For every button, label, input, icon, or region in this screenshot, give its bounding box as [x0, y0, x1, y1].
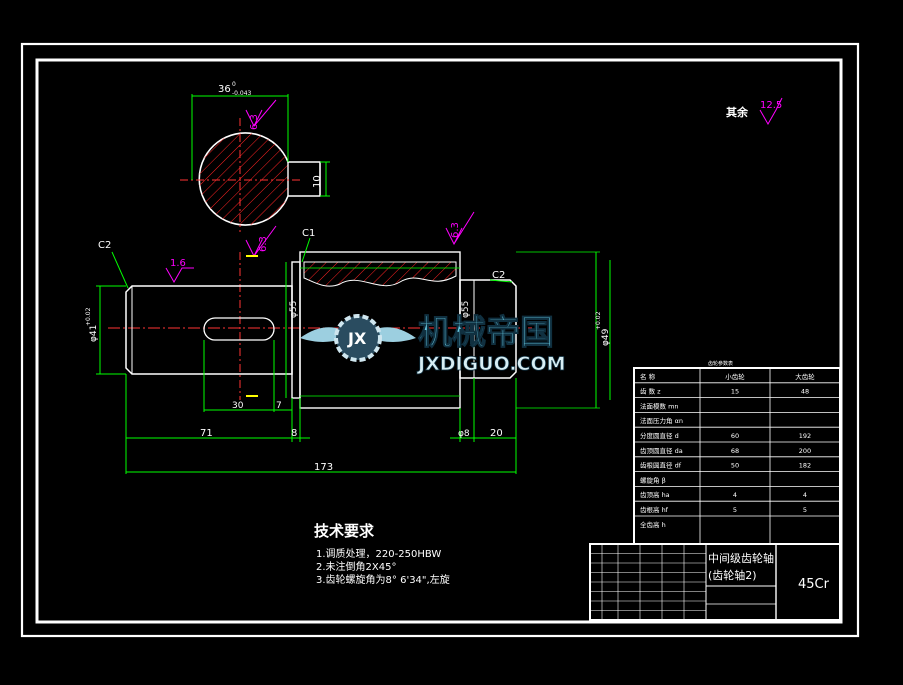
gear-tooth-break — [303, 261, 457, 287]
gear-table-cell: 200 — [799, 447, 811, 455]
roughness-3: 6.3 — [450, 222, 461, 238]
roughness-4: 1.6 — [170, 258, 186, 269]
roughness-2: 6.3 — [258, 236, 269, 252]
gear-table-header: 大齿轮 — [795, 372, 815, 381]
gear-table-cell: 齿根高 hf — [640, 505, 669, 514]
watermark-cn: 机械帝国 — [418, 313, 554, 353]
gear-table-header: 名 称 — [640, 372, 656, 381]
key-depth-dim: 10 — [312, 175, 323, 188]
dim-phi41: φ41 — [89, 325, 99, 342]
section-hatch — [199, 133, 288, 225]
dim-173: 173 — [314, 462, 333, 473]
shaft-left-segment — [125, 285, 293, 375]
keyway-tol-upper: 0 — [232, 81, 236, 88]
keyway-tol-lower: -0.043 — [232, 90, 252, 97]
title-block: 中间级齿轮轴 (齿轮轴2) 45Cr — [589, 543, 841, 621]
outer-frame — [20, 42, 860, 638]
keyway-dim: 36 — [218, 84, 231, 95]
tech-req-item-1: 1.调质处理，220-250HBW — [316, 548, 441, 560]
part-name-line-1: 中间级齿轮轴 — [708, 551, 774, 565]
cross-section: 36 0 -0.043 10 — [180, 81, 330, 232]
inner-frame — [35, 58, 843, 624]
material-label: 45Cr — [798, 577, 830, 592]
dim-71: 71 — [200, 428, 213, 439]
gear-table-cell: 48 — [801, 388, 809, 396]
gear-table-cell: 5 — [803, 506, 807, 514]
shaft-view — [108, 251, 532, 409]
dim-phi55-mid: φ55 — [289, 301, 299, 318]
gear-table-cell: 螺旋角 β — [640, 475, 666, 484]
gear-table-cell: 192 — [799, 432, 811, 440]
roughness-1: 6.3 — [249, 114, 260, 130]
gear-table-cell: 5 — [733, 506, 737, 514]
watermark-emblem-text: JX — [347, 329, 367, 348]
chamfer-c1: C1 — [302, 228, 315, 239]
gear-table-cell: 齿 数 z — [640, 387, 661, 396]
dim-phi49: φ49 — [601, 328, 611, 346]
gear-table-cell: 齿顶高 ha — [640, 490, 670, 499]
gear-table-cell: 4 — [803, 491, 807, 499]
gear-table-cell: 齿顶圆直径 da — [640, 446, 683, 455]
gear-table-cell: 182 — [799, 462, 811, 470]
tech-requirements: 技术要求 1.调质处理，220-250HBW 2.未注倒角2X45° 3.齿轮螺… — [314, 522, 450, 586]
gear-table-cell: 4 — [733, 491, 737, 499]
gear-table-cell: 分度圆直径 d — [640, 431, 679, 440]
tech-req-title: 技术要求 — [314, 522, 375, 540]
gear-table-cell: 60 — [731, 432, 739, 440]
dim-8: 8 — [291, 428, 297, 439]
gear-emblem-icon — [334, 314, 382, 362]
dim-phi55-gear: φ55 — [461, 301, 471, 318]
watermark-logo: JX 机械帝国 JXDIGUO.COM — [300, 313, 566, 375]
gear-table-cell: 法面压力角 αn — [640, 416, 683, 425]
gear-table-cell: 50 — [731, 462, 739, 470]
dim-phi8: φ8 — [458, 429, 470, 439]
title-block-grid — [590, 544, 706, 620]
watermark-en: JXDIGUO.COM — [416, 353, 566, 375]
dim-phi49-tol: +0.02 — [595, 311, 602, 330]
roughness-symbols: 6.3 6.3 6.3 1.6 其余 12.5 — [165, 97, 783, 284]
tech-req-item-3: 3.齿轮螺旋角为8° 6'34",左旋 — [316, 573, 450, 586]
dim-phi41-tol: +0.02 — [85, 307, 92, 326]
gear-table-cell: 全齿高 h — [640, 520, 666, 529]
roughness-rest-label: 其余 — [726, 105, 749, 119]
chamfer-c2-left: C2 — [98, 240, 111, 251]
tech-req-item-2: 2.未注倒角2X45° — [316, 560, 396, 573]
roughness-rest-value: 12.5 — [760, 100, 782, 111]
gear-table-title: 齿轮参数表 — [708, 360, 733, 367]
chamfer-c2-right: C2 — [492, 270, 505, 281]
dim-20: 20 — [490, 428, 503, 439]
shaft-dimensions: φ41 +0.02 φ55 φ55 φ49 +0.02 30 7 71 8 φ8… — [85, 228, 611, 474]
keyway-slot — [203, 317, 275, 341]
dim-slot-length: 30 — [232, 401, 244, 411]
shaft-shoulder — [291, 261, 301, 399]
gear-table-cell: 68 — [731, 447, 739, 455]
gear-table-cell: 15 — [731, 388, 739, 396]
gear-table-cell: 法面模数 mn — [640, 401, 679, 410]
gear-table-cell: 齿根圆直径 df — [640, 461, 682, 470]
gear-table-header: 小齿轮 — [725, 372, 745, 381]
dim-slot-offset: 7 — [276, 401, 282, 411]
part-name-line-2: (齿轮轴2) — [708, 568, 757, 582]
shaft-right-segment — [459, 279, 517, 379]
